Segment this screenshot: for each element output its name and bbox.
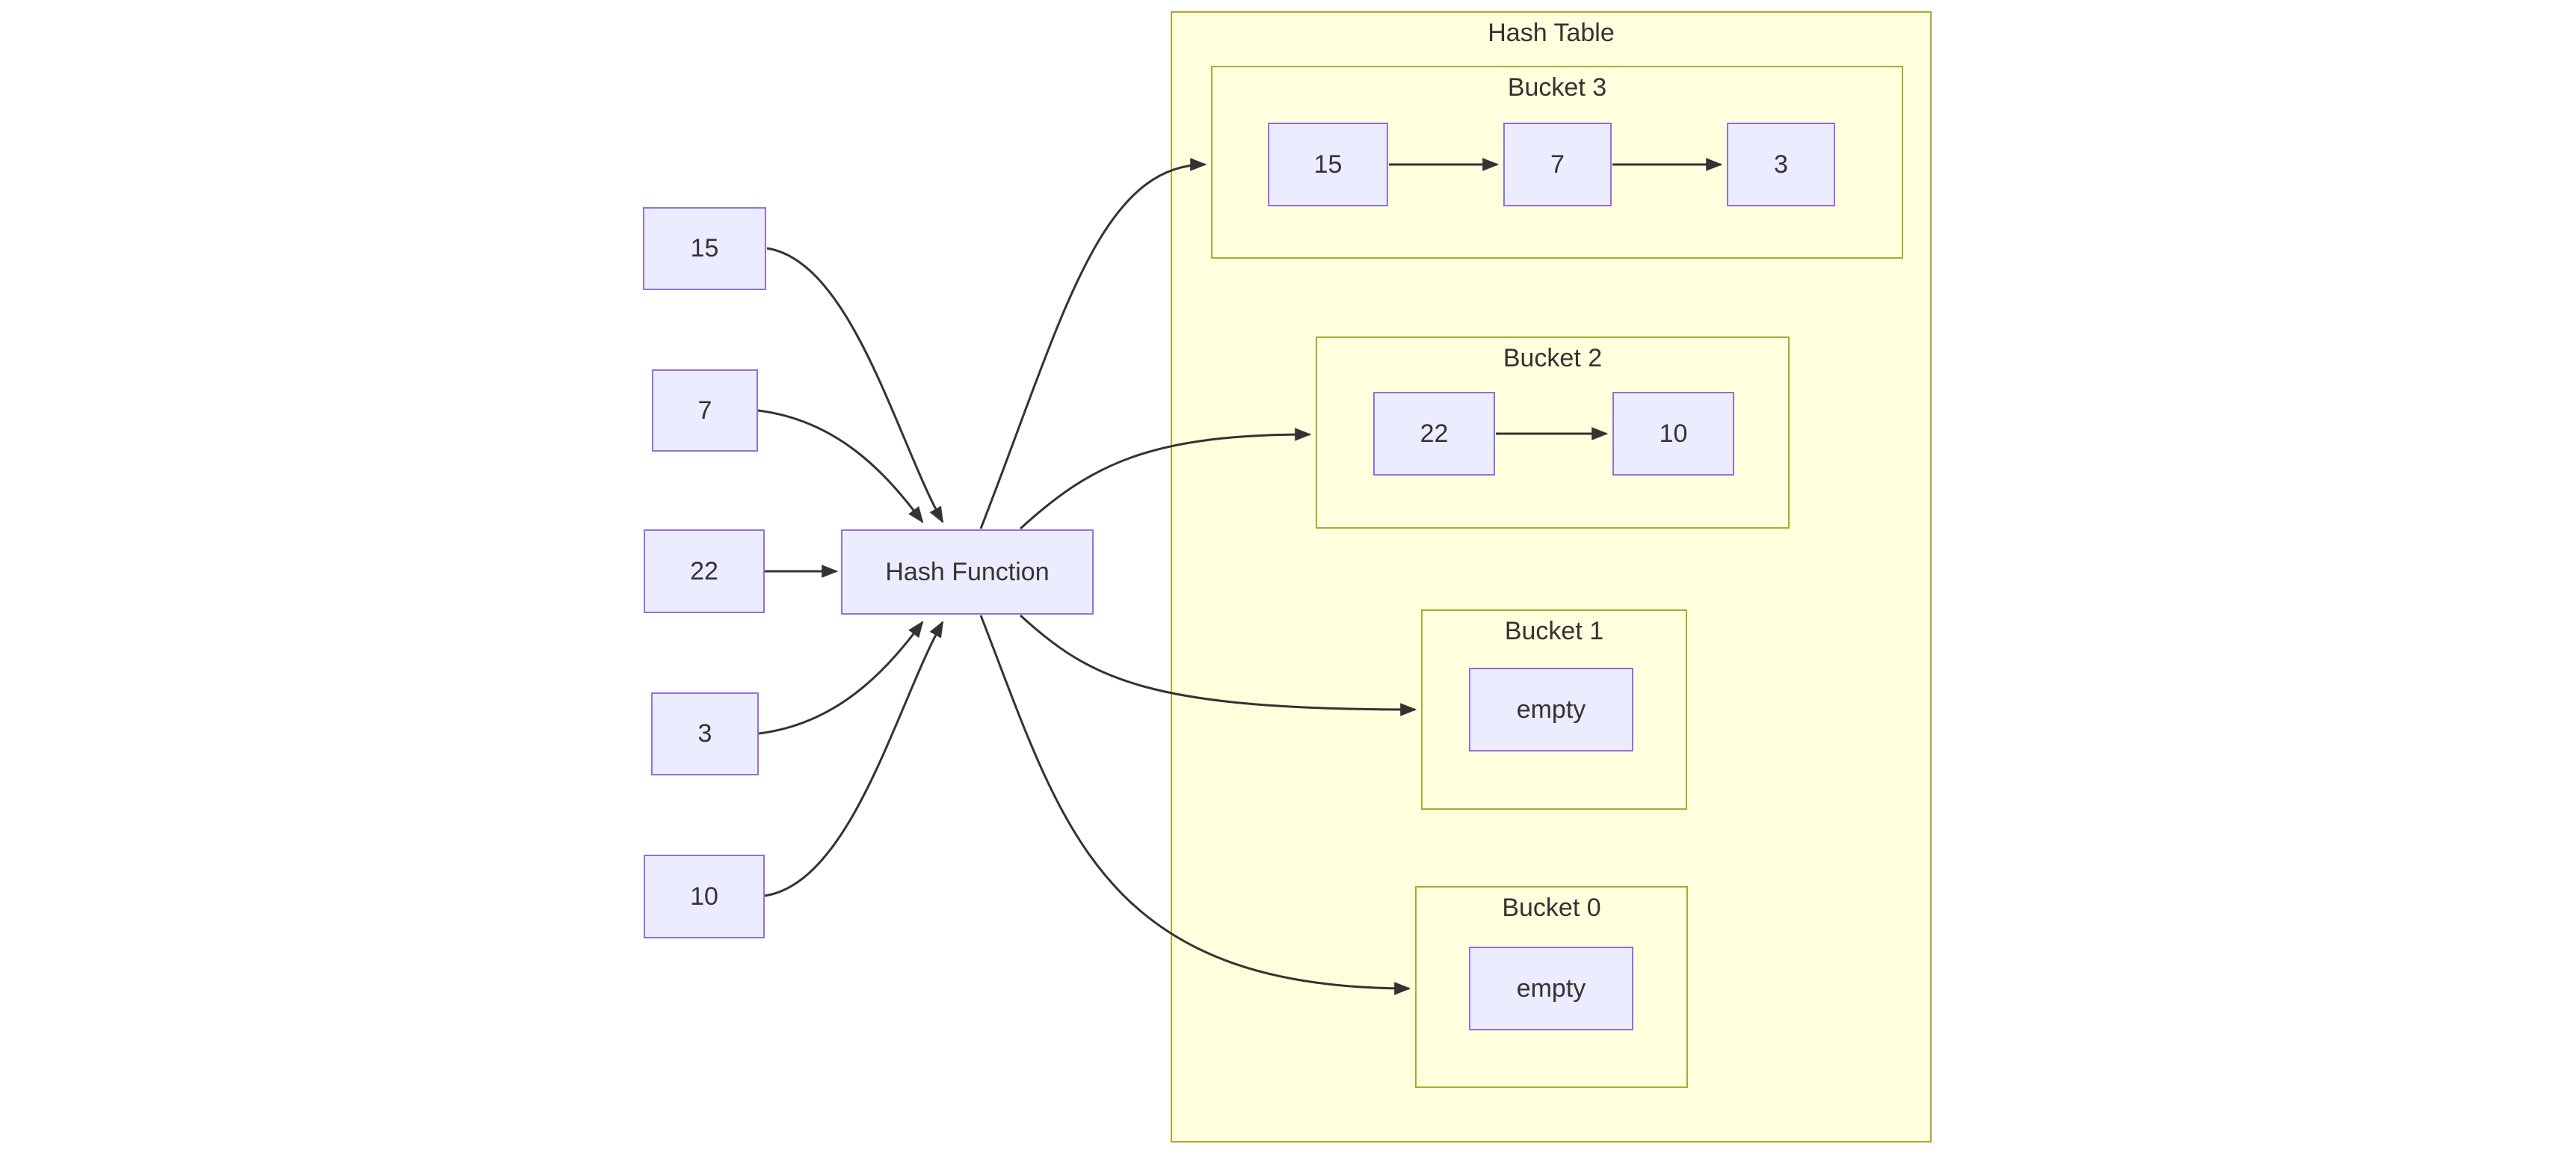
input-node-7: 7 — [652, 369, 758, 452]
bucket-3-node-15: 15 — [1268, 123, 1388, 206]
bucket-0-empty-node: empty — [1469, 947, 1633, 1030]
bucket-0-title: Bucket 0 — [1502, 894, 1601, 922]
input-node-7-label: 7 — [697, 396, 712, 425]
input-node-3-label: 3 — [697, 719, 712, 748]
bucket-3-node-7: 7 — [1503, 123, 1612, 206]
edge-input7-to-hash-function — [757, 409, 924, 523]
input-node-10: 10 — [644, 855, 765, 938]
bucket-3-title: Bucket 3 — [1507, 73, 1607, 102]
hash-table-title: Hash Table — [1488, 19, 1615, 47]
bucket-1-empty-node: empty — [1469, 668, 1633, 751]
input-node-22-label: 22 — [690, 556, 718, 585]
bucket-2-node-10-label: 10 — [1659, 419, 1688, 448]
bucket-0-empty-label: empty — [1516, 974, 1586, 1003]
hash-function-node: Hash Function — [841, 529, 1094, 615]
edge-input3-to-hash-function — [758, 621, 924, 735]
hash-function-label: Hash Function — [885, 557, 1050, 586]
input-node-3: 3 — [651, 692, 759, 775]
bucket-3-node-3: 3 — [1727, 123, 1835, 206]
bucket-2-title: Bucket 2 — [1503, 344, 1603, 372]
bucket-3-node-7-label: 7 — [1550, 150, 1565, 179]
input-node-10-label: 10 — [690, 882, 718, 911]
bucket-2-node-22: 22 — [1373, 392, 1495, 476]
bucket-2-node-10: 10 — [1612, 392, 1734, 476]
edge-input15-to-hash-function — [766, 247, 944, 523]
bucket-3-node-3-label: 3 — [1774, 150, 1788, 179]
input-node-15: 15 — [643, 207, 766, 290]
bucket-1-empty-label: empty — [1516, 695, 1586, 724]
bucket-3-node-15-label: 15 — [1313, 150, 1343, 179]
input-node-22: 22 — [644, 529, 765, 613]
bucket-1-title: Bucket 1 — [1504, 617, 1604, 645]
input-node-15-label: 15 — [690, 234, 719, 262]
edge-input10-to-hash-function — [764, 621, 944, 897]
bucket-2-node-22-label: 22 — [1420, 419, 1449, 448]
